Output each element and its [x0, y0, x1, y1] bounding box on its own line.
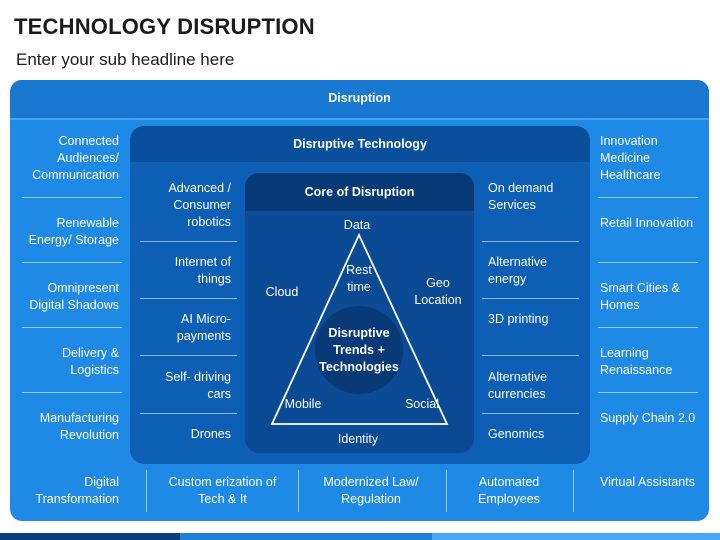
footer-stripe	[0, 533, 720, 540]
left-item-2: Renewable Energy/ Storage	[28, 216, 119, 247]
mid-left-item-2: Internet of things	[174, 255, 231, 286]
mid-right-divider	[482, 298, 579, 299]
right-divider	[598, 197, 698, 198]
mid-left-item-3: AI Micro-payments	[176, 312, 231, 343]
core-label-bottom-left: Mobile	[284, 397, 322, 411]
center-circle	[315, 306, 403, 394]
mid-left-item-1: Advanced / Consumer robotics	[168, 181, 231, 229]
mid-left-divider	[140, 241, 237, 242]
right-item-4: Learning Renaissance	[600, 346, 673, 377]
outer-band-label: Disruption	[328, 91, 391, 105]
outer-header	[10, 80, 709, 120]
left-divider	[22, 262, 122, 263]
bottom-item-1: Digital Transformation	[35, 475, 119, 506]
left-item-5: Manufacturing Revolution	[39, 411, 119, 442]
right-divider	[598, 392, 698, 393]
disruption-triangle	[270, 232, 449, 425]
core-label-left: Cloud	[265, 285, 299, 299]
mid-right-item-5: Genomics	[488, 427, 545, 441]
bottom-divider	[446, 470, 447, 512]
mid-right-divider	[482, 413, 579, 414]
triangle-outline	[270, 232, 449, 425]
right-divider	[598, 262, 698, 263]
page-title: TECHNOLOGY DISRUPTION	[14, 14, 315, 39]
bottom-divider	[573, 470, 574, 512]
left-divider	[22, 197, 122, 198]
core-label-bottom: Identity	[337, 432, 379, 446]
core-label-center: Disruptive Trends + Technologies	[319, 326, 399, 374]
mid-right-item-3: 3D printing	[488, 312, 549, 326]
mid-left-divider	[140, 298, 237, 299]
mid-right-item-2: Alternative energy	[488, 255, 548, 286]
core-band-label: Core of Disruption	[304, 185, 415, 199]
right-item-3: Smart Cities & Homes	[600, 281, 680, 312]
bottom-divider	[298, 470, 299, 512]
right-item-5: Supply Chain 2.0	[600, 411, 696, 425]
bottom-item-3: Modernized Law/ Regulation	[323, 475, 419, 506]
mid-right-item-1: On demand Services	[488, 181, 554, 212]
mid-right-item-4: Alternative currencies	[488, 370, 548, 401]
core-label-top: Data	[343, 218, 371, 232]
mid-left-item-4: Self- driving cars	[165, 370, 231, 401]
core-label-right: Geo Location	[414, 276, 462, 307]
mid-right-divider	[482, 355, 579, 356]
mid-left-item-5: Drones	[190, 427, 231, 441]
core-label-inner-top: Rest time	[346, 263, 372, 294]
bottom-item-4: Automated Employees	[478, 475, 540, 506]
right-item-2: Retail Innovation	[600, 216, 694, 230]
middle-header	[130, 126, 590, 162]
mid-right-divider	[482, 241, 579, 242]
left-item-3: Omnipresent Digital Shadows	[29, 281, 119, 312]
bottom-item-5: Virtual Assistants	[600, 475, 695, 489]
page-subtitle: Enter your sub headline here	[16, 50, 235, 69]
right-item-1: Innovation Medicine Healthcare	[600, 134, 661, 182]
mid-left-divider	[140, 413, 237, 414]
middle-band-label: Disruptive Technology	[293, 137, 427, 151]
bottom-divider	[146, 470, 147, 512]
left-divider	[22, 327, 122, 328]
bottom-item-2: Custom erization of Tech & It	[168, 475, 277, 506]
right-divider	[598, 327, 698, 328]
left-item-4: Delivery & Logistics	[62, 346, 119, 377]
left-item-1: Connected Audiences/ Communication	[32, 134, 119, 182]
mid-left-divider	[140, 355, 237, 356]
left-divider	[22, 392, 122, 393]
core-header	[245, 173, 474, 211]
core-label-bottom-right: Social	[404, 397, 440, 411]
